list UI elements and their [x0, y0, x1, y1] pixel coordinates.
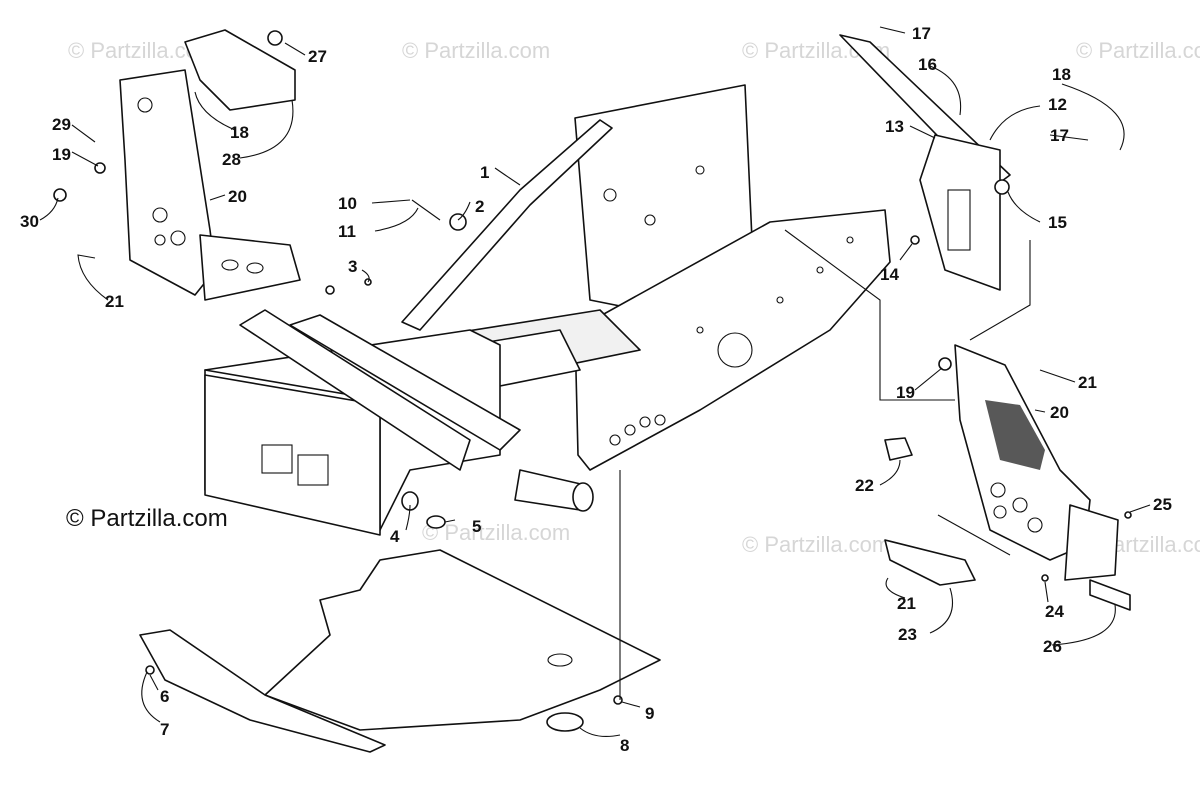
callout-17: 17 [1050, 126, 1069, 145]
callout-12: 12 [1048, 95, 1067, 114]
belly-pan-hole [547, 653, 573, 667]
bracket-26 [1089, 579, 1131, 611]
callout-30: 30 [20, 212, 39, 231]
watermark: © Partzilla.com [1076, 38, 1200, 63]
callout-5: 5 [472, 517, 481, 536]
bushing-15 [994, 179, 1010, 195]
callout-16: 16 [918, 55, 937, 74]
screw-9 [613, 695, 623, 705]
callout-1: 1 [480, 163, 489, 182]
connector-line [969, 240, 1031, 341]
callout-4: 4 [390, 527, 400, 546]
main-frame [204, 84, 891, 536]
callout-21: 21 [105, 292, 124, 311]
callout-26: 26 [1043, 637, 1062, 656]
washer-5 [426, 515, 446, 529]
left-cover-28 [184, 29, 296, 111]
skid-plate-6 [139, 629, 386, 753]
callout-15: 15 [1048, 213, 1067, 232]
callout-21: 21 [897, 594, 916, 613]
nut-19-right [938, 357, 952, 371]
left-bracket-20 [119, 69, 216, 296]
callout-11: 11 [338, 222, 356, 241]
callout-10: 10 [338, 194, 357, 213]
frame-steering-post-right [289, 314, 521, 451]
frame-cross-tube-end [572, 482, 594, 512]
callout-14: 14 [880, 265, 899, 284]
callout-3: 3 [348, 257, 357, 276]
callout-29: 29 [52, 115, 71, 134]
belly-pan [139, 549, 661, 753]
leader-lines [39, 26, 1151, 737]
frame-front-slot [261, 444, 293, 474]
callout-2: 2 [475, 197, 484, 216]
callout-9: 9 [645, 704, 654, 723]
right-assembly [839, 34, 1132, 611]
watermark: © Partzilla.com [402, 38, 550, 63]
bracket-13-slot [947, 189, 971, 251]
callout-19: 19 [896, 383, 915, 402]
callout-24: 24 [1045, 602, 1064, 621]
frame-panel-holes [603, 165, 854, 446]
callout-25: 25 [1153, 495, 1172, 514]
left-footrest-assembly [53, 29, 301, 301]
copyright-notice: © Partzilla.com [66, 505, 228, 532]
callout-13: 13 [885, 117, 904, 136]
belly-pan-plate [264, 549, 661, 731]
rivet-24 [1041, 574, 1049, 582]
callout-17: 17 [912, 24, 931, 43]
callouts: 1 2 3 4 5 6 7 8 9 10 11 12 13 14 15 16 1… [20, 24, 1172, 755]
callout-20: 20 [228, 187, 247, 206]
callout-22: 22 [855, 476, 874, 495]
callout-7: 7 [160, 720, 169, 739]
callout-8: 8 [620, 736, 629, 755]
right-bracket-grip [985, 400, 1045, 470]
callout-18: 18 [230, 123, 249, 142]
bracket-23 [884, 539, 976, 586]
rivet-25 [1124, 511, 1132, 519]
screw-7 [145, 665, 155, 675]
clip-22 [884, 437, 913, 461]
watermark: © Partzilla.com [742, 532, 890, 557]
watermark: © Partzilla.com [422, 520, 570, 545]
callout-21: 21 [1078, 373, 1097, 392]
spring-11 [411, 199, 441, 221]
callout-28: 28 [222, 150, 241, 169]
callout-6: 6 [160, 687, 169, 706]
bolt-14 [910, 235, 920, 245]
grommet-8 [546, 712, 584, 732]
callout-19: 19 [52, 145, 71, 164]
frame-steering-post-left [239, 309, 471, 471]
bushing-2 [449, 213, 467, 231]
callout-20: 20 [1050, 403, 1069, 422]
callout-27: 27 [308, 47, 327, 66]
clip-30 [53, 188, 67, 202]
watermarks: © Partzilla.com © Partzilla.com © Partzi… [68, 38, 1200, 557]
frame-upper-rail [401, 119, 613, 331]
frame-front-slot [297, 454, 329, 486]
right-bracket-flange [1064, 504, 1119, 581]
nut-19-left [94, 162, 106, 174]
knob-27 [267, 30, 283, 46]
connector-line [937, 514, 1011, 556]
bolt-3 [325, 285, 335, 295]
callout-23: 23 [898, 625, 917, 644]
callout-18: 18 [1052, 65, 1071, 84]
connector-line [784, 229, 955, 401]
left-bracket-holes [137, 97, 264, 274]
right-bracket-holes [990, 482, 1043, 533]
